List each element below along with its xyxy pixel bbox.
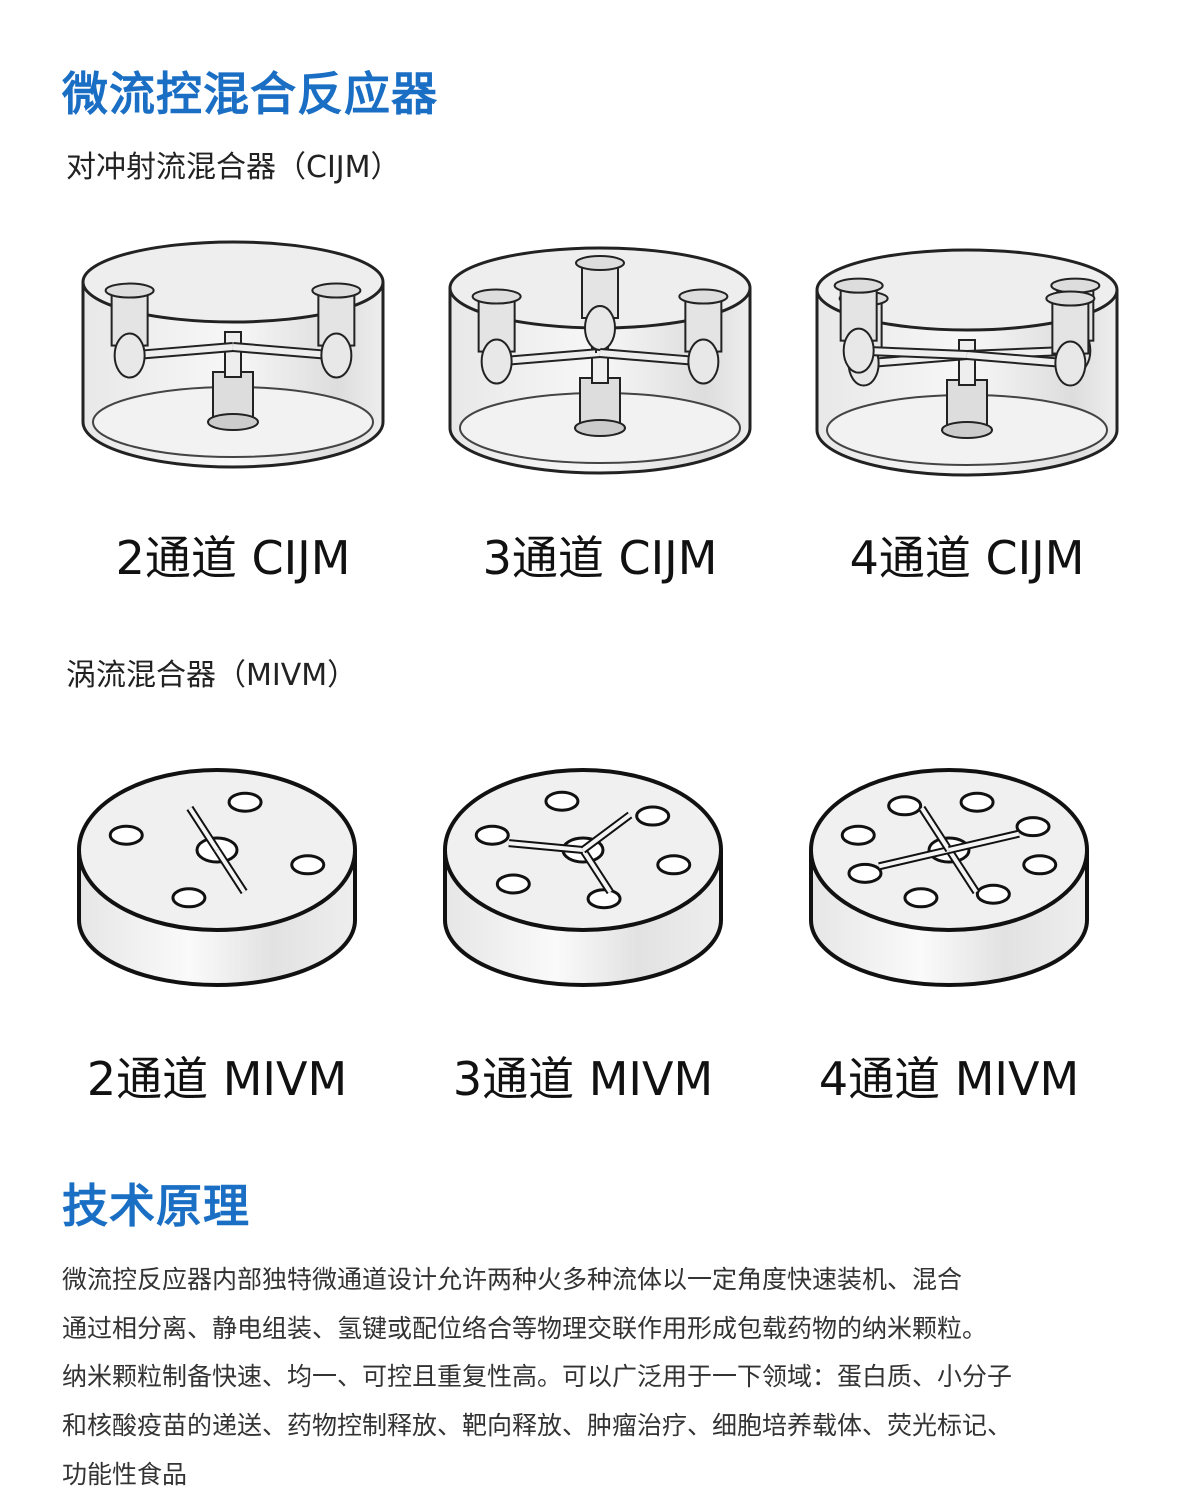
cijm-subtitle: 对冲射流混合器（CIJM） — [66, 150, 401, 185]
cijm-4-label: 4通道 CIJM — [849, 531, 1085, 585]
cijm-3-label: 3通道 CIJM — [482, 531, 718, 585]
principle-paragraph: 微流控反应器内部独特微通道设计允许两种火多种流体以一定角度快速装机、混合 通过相… — [62, 1256, 1012, 1500]
principle-line: 微流控反应器内部独特微通道设计允许两种火多种流体以一定角度快速装机、混合 — [62, 1265, 963, 1294]
principle-line: 和核酸疫苗的递送、药物控制释放、靶向释放、肿瘤治疗、细胞培养载体、荧光标记、 — [62, 1411, 1013, 1441]
mivm-4-channel-illustration — [789, 750, 1109, 1010]
cijm-4-channel-illustration — [807, 240, 1127, 500]
page-title: 微流控混合反应器 — [62, 67, 438, 121]
cijm-2-channel-illustration — [73, 232, 393, 492]
principle-line: 纳米颗粒制备快速、均一、可控且重复性高。可以广泛用于一下领域：蛋白质、小分子 — [62, 1362, 1013, 1392]
principle-line: 通过相分离、静电组装、氢键或配位络合等物理交联作用形成包载药物的纳米颗粒。 — [62, 1313, 988, 1343]
mivm-3-channel-illustration — [423, 750, 743, 1010]
principle-line: 功能性食品 — [62, 1459, 188, 1489]
mivm-subtitle: 涡流混合器（MIVM） — [66, 658, 358, 693]
mivm-2-label: 2通道 MIVM — [86, 1052, 348, 1106]
principle-heading: 技术原理 — [62, 1179, 250, 1233]
mivm-3-label: 3通道 MIVM — [452, 1052, 714, 1106]
mivm-4-label: 4通道 MIVM — [818, 1052, 1080, 1106]
mivm-2-channel-illustration — [57, 750, 377, 1010]
cijm-3-channel-illustration — [440, 238, 760, 498]
cijm-2-label: 2通道 CIJM — [115, 531, 351, 585]
